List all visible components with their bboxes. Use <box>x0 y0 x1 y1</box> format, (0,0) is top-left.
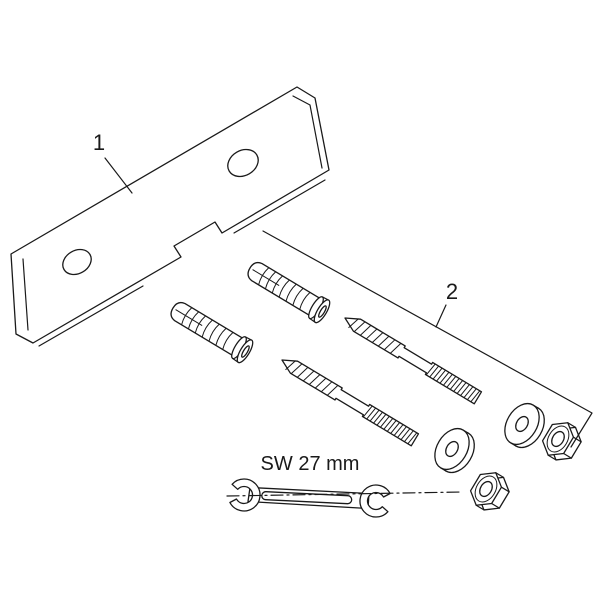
wrench-right-jaw <box>359 484 391 518</box>
plate-fold-line-right <box>292 95 323 169</box>
mounting-plate <box>10 86 330 347</box>
wrench-handle-slot <box>261 491 353 505</box>
hanger-bolt-2 <box>277 353 420 447</box>
plate-edge-thickness-left <box>38 285 144 347</box>
hex-nut-2 <box>465 465 515 517</box>
plate-edge-thickness-right <box>233 179 326 234</box>
wrench-size-label: SW 27 mm <box>261 453 360 475</box>
wall-anchor-1 <box>242 256 334 326</box>
callout-1: 1 <box>93 130 133 194</box>
washer-2 <box>427 421 482 480</box>
washer-1 <box>497 396 552 455</box>
callout-2-bracket-line <box>262 230 593 448</box>
callout-2: 2 <box>262 230 593 448</box>
wrench-centerline <box>226 491 463 497</box>
wall-anchor-2 <box>165 296 257 366</box>
plate-hole-right <box>227 148 259 178</box>
plate-fold-line-left <box>22 258 29 331</box>
hex-nut-1 <box>537 415 587 467</box>
callout-1-leader-line <box>104 157 133 194</box>
callout-2-leader-line <box>435 304 447 328</box>
open-end-wrench: SW 27 mm <box>226 453 463 518</box>
callout-1-label: 1 <box>93 130 105 155</box>
plate-hole-left <box>62 248 92 276</box>
hanger-bolt-1 <box>340 311 483 405</box>
wrench-left-jaw <box>229 478 261 512</box>
callout-2-label: 2 <box>446 279 458 304</box>
